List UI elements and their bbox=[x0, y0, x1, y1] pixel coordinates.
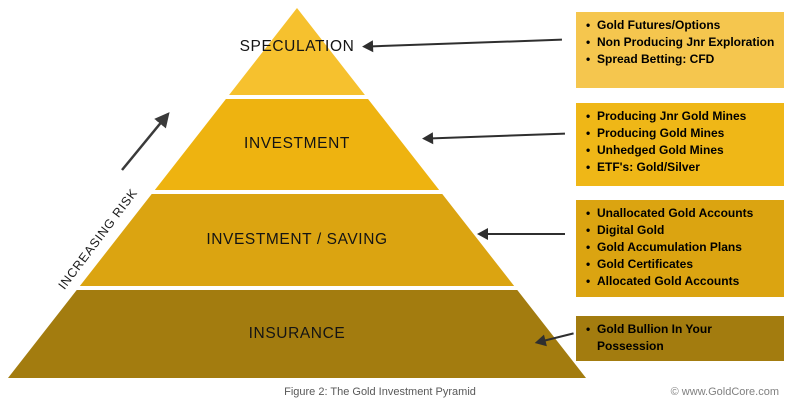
arrow-to-investment-icon bbox=[432, 132, 565, 140]
callout-investment: Producing Jnr Gold Mines Producing Gold … bbox=[576, 103, 784, 186]
callout-item: Non Producing Jnr Exploration bbox=[584, 34, 776, 51]
callout-insurance: Gold Bullion In Your Possession bbox=[576, 316, 784, 361]
callout-item: Unhedged Gold Mines bbox=[584, 142, 776, 159]
pyramid-layer-insurance bbox=[8, 290, 586, 378]
callout-item: Gold Certificates bbox=[584, 256, 776, 273]
callout-investment-saving: Unallocated Gold Accounts Digital Gold G… bbox=[576, 200, 784, 297]
figure-caption: Figure 2: The Gold Investment Pyramid bbox=[284, 386, 476, 398]
arrow-to-investment-saving-icon bbox=[477, 228, 565, 240]
increasing-risk-arrow-icon bbox=[121, 112, 170, 171]
callout-item: Gold Futures/Options bbox=[584, 17, 776, 34]
arrow-to-speculation-icon bbox=[372, 38, 562, 48]
callout-item: Gold Bullion In Your Possession bbox=[584, 321, 776, 355]
callout-item: Producing Gold Mines bbox=[584, 125, 776, 142]
callout-item: Unallocated Gold Accounts bbox=[584, 205, 776, 222]
copyright-credit: © www.GoldCore.com bbox=[670, 386, 779, 398]
callout-investment-list: Producing Jnr Gold Mines Producing Gold … bbox=[584, 108, 776, 176]
callout-item: Allocated Gold Accounts bbox=[584, 273, 776, 290]
callout-item: Digital Gold bbox=[584, 222, 776, 239]
pyramid-layer-investment bbox=[8, 99, 586, 190]
callout-investment-saving-list: Unallocated Gold Accounts Digital Gold G… bbox=[584, 205, 776, 290]
pyramid-layer-speculation bbox=[8, 8, 586, 95]
callout-item: ETF's: Gold/Silver bbox=[584, 159, 776, 176]
callout-item: Producing Jnr Gold Mines bbox=[584, 108, 776, 125]
callout-item: Gold Accumulation Plans bbox=[584, 239, 776, 256]
callout-speculation: Gold Futures/Options Non Producing Jnr E… bbox=[576, 12, 784, 88]
callout-item: Spread Betting: CFD bbox=[584, 51, 776, 68]
callout-insurance-list: Gold Bullion In Your Possession bbox=[584, 321, 776, 355]
gold-investment-pyramid bbox=[8, 8, 586, 378]
callout-speculation-list: Gold Futures/Options Non Producing Jnr E… bbox=[584, 17, 776, 68]
